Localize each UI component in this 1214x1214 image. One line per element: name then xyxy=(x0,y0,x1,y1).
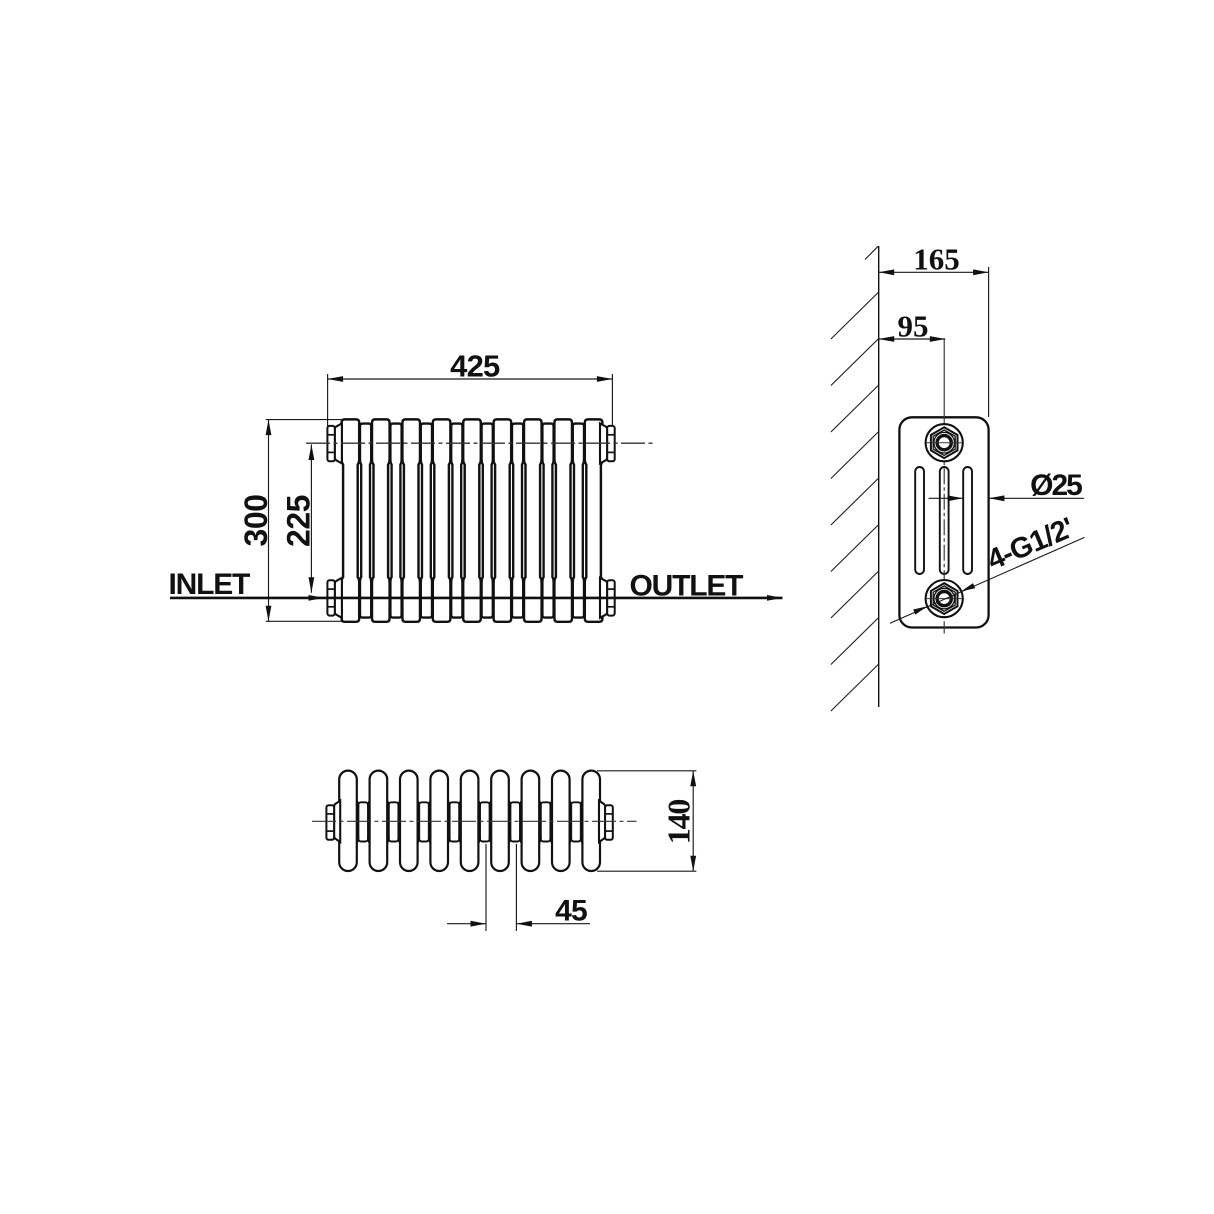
svg-text:225: 225 xyxy=(281,495,317,547)
svg-text:45: 45 xyxy=(555,895,587,928)
svg-text:140: 140 xyxy=(661,800,697,845)
svg-text:INLET: INLET xyxy=(169,568,251,601)
svg-text:Ø25: Ø25 xyxy=(1030,469,1082,502)
svg-text:300: 300 xyxy=(238,495,274,547)
svg-text:425: 425 xyxy=(450,349,500,384)
svg-text:95: 95 xyxy=(898,309,929,344)
svg-text:165: 165 xyxy=(913,242,960,277)
